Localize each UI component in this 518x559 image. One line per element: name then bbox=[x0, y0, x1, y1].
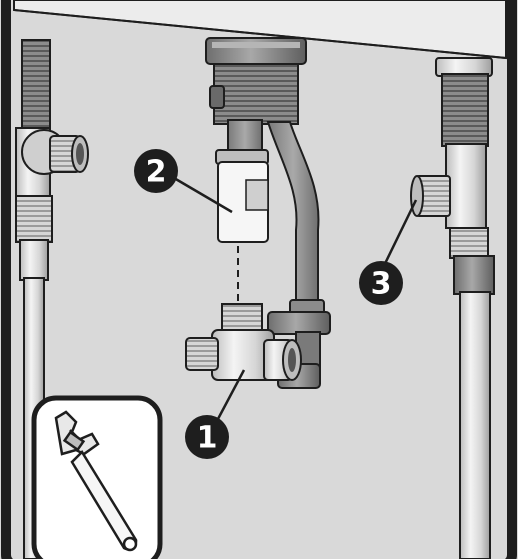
cabinet-top bbox=[13, 0, 507, 60]
leader-line-2 bbox=[173, 176, 233, 214]
flexible-hose bbox=[266, 121, 331, 389]
callout-2-label: 2 bbox=[146, 155, 167, 190]
check-valve-part bbox=[215, 149, 269, 306]
callout-1: 1 bbox=[185, 415, 229, 459]
callout-3: 3 bbox=[359, 261, 403, 305]
tool-inset bbox=[31, 395, 163, 559]
callout-2: 2 bbox=[134, 149, 178, 193]
right-pipe-assembly bbox=[410, 57, 495, 559]
adjustable-wrench-icon bbox=[54, 410, 138, 552]
tee-fitting-part bbox=[185, 303, 302, 381]
callout-1-label: 1 bbox=[197, 421, 218, 456]
left-pipe-assembly bbox=[15, 39, 89, 559]
faucet-shank bbox=[205, 37, 307, 161]
callout-3-label: 3 bbox=[371, 267, 392, 302]
